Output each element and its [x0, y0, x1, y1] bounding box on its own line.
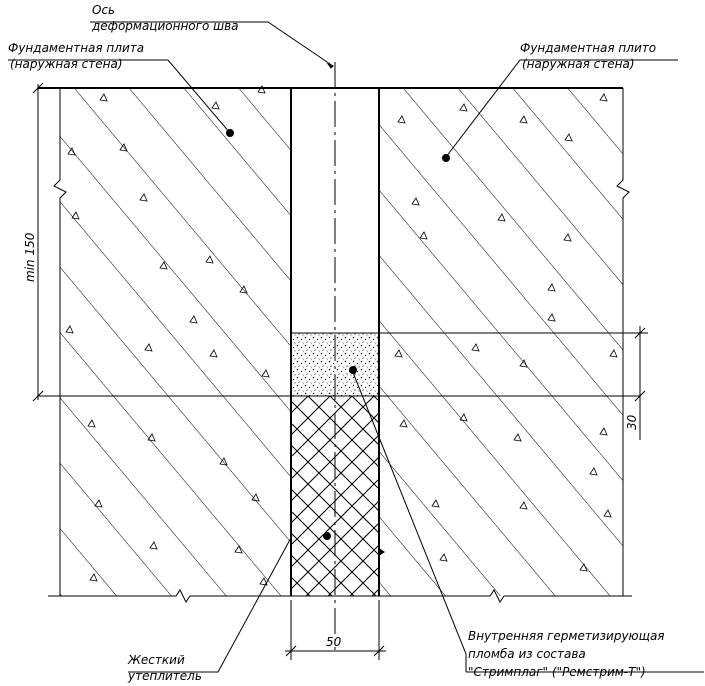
- axis-label-line1: Ось: [92, 3, 115, 17]
- dimension-lines: [32, 82, 646, 660]
- dimension-30: 30: [625, 414, 639, 430]
- outline: [38, 87, 648, 603]
- seal-label-line1: Внутренняя герметизирующая: [468, 629, 665, 643]
- seal-label-line2: пломба из состава: [468, 647, 586, 661]
- axis-label-line2: деформационного шва: [91, 19, 239, 33]
- right-plate-label-line2: (наружная стена): [522, 57, 635, 71]
- left-plate-label-line1: Фундаментная плита: [8, 41, 144, 55]
- leaders: [8, 21, 704, 673]
- right-plate-label-line1: Фундаментная плито: [520, 41, 656, 55]
- insulation-label-line1: Жесткий: [127, 653, 185, 667]
- insulation-label-line2: утеплитель: [127, 669, 202, 683]
- dimension-min150: min 150: [23, 232, 37, 282]
- left-plate-label-line2: (наружная стена): [10, 57, 123, 71]
- seal-label-line3: "Стримплаг" ("Ремстрим-Т"): [468, 665, 646, 679]
- dimension-50: 50: [326, 635, 342, 649]
- leader-dots: [226, 129, 450, 556]
- right-slab: [379, 88, 630, 596]
- aggregate-marks: [65, 85, 618, 586]
- left-slab: [53, 88, 291, 596]
